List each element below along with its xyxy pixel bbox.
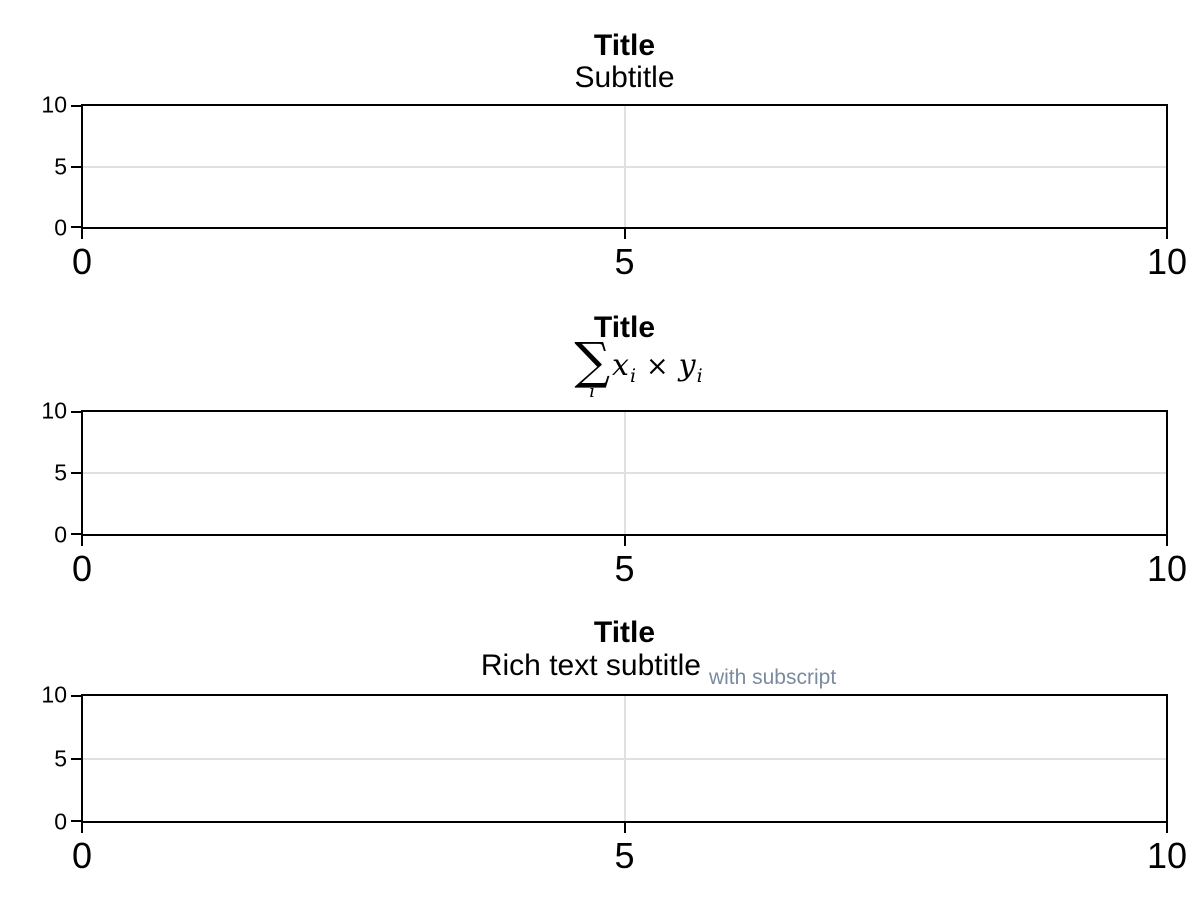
rich-text: Rich text subtitle with subscript [480, 649, 836, 690]
chart2-title: Title [593, 311, 656, 344]
x-tick-label: 5 [614, 835, 635, 876]
gridline-horizontal [83, 757, 1166, 760]
y-tick-label: 5 [54, 153, 67, 179]
y-tick-label: 0 [54, 521, 67, 548]
x-tick [623, 536, 626, 546]
sum-glyph: ∑ [574, 332, 611, 390]
x-tick-label: 0 [71, 241, 93, 282]
x-tick [1166, 536, 1168, 546]
x-tick [1166, 823, 1168, 833]
chart2-subtitle-math: ∑ i xi×yi [81, 332, 1168, 402]
rich-text-subscript: with subscript [708, 666, 837, 689]
x-tick [623, 229, 626, 239]
y-tick-label: 5 [54, 459, 67, 486]
math-sub-i: i [629, 365, 637, 387]
y-tick-label: 10 [41, 397, 67, 424]
y-tick [71, 533, 81, 535]
x-tick-label: 10 [1146, 835, 1188, 876]
math-var-y: y [678, 348, 696, 383]
y-tick [71, 165, 81, 168]
y-tick [71, 105, 81, 107]
x-tick [81, 229, 83, 239]
y-tick-label: 10 [41, 681, 67, 708]
sum-index: i [589, 381, 596, 402]
gridline-horizontal [83, 472, 1166, 474]
x-tick [81, 823, 83, 833]
y-tick [71, 411, 81, 413]
math-terms: xi×yi [612, 348, 703, 388]
chart1-subtitle: Subtitle [574, 61, 675, 94]
math-var-x: x [612, 348, 629, 383]
times-operator: × [646, 351, 669, 382]
x-tick-label: 5 [614, 241, 635, 282]
x-tick-label: 0 [71, 835, 93, 876]
x-tick-label: 10 [1146, 241, 1188, 282]
y-tick-label: 0 [54, 214, 67, 241]
rich-text-main: Rich text subtitle [480, 649, 701, 682]
x-tick-label: 10 [1146, 548, 1188, 589]
chart3-plot-area: 10 5 0 0 5 10 [41, 683, 1187, 874]
y-tick [71, 757, 81, 760]
x-tick-label: 0 [71, 548, 93, 589]
chart2-plot-area: 10 5 0 0 5 10 [41, 399, 1187, 587]
math-sub-i: i [696, 365, 703, 387]
y-tick [71, 820, 81, 822]
chart3-subtitle-rich: Rich text subtitle with subscript [81, 649, 1168, 690]
y-tick-label: 10 [41, 91, 67, 118]
chart1-plot-area: 10 5 0 0 5 10 [41, 93, 1187, 280]
chart1-title: Title [593, 29, 656, 62]
y-tick-label: 0 [54, 808, 67, 835]
x-tick [1166, 229, 1168, 239]
y-tick [71, 472, 81, 474]
math-expression: ∑ i xi×yi [574, 332, 703, 402]
x-tick [623, 823, 626, 833]
x-tick-label: 5 [614, 548, 635, 589]
chart3-title: Title [593, 616, 656, 649]
y-tick [71, 226, 81, 228]
y-tick [71, 695, 81, 697]
gridline-horizontal [83, 165, 1166, 168]
y-tick-label: 5 [54, 745, 67, 771]
summation-symbol: ∑ i [574, 332, 611, 402]
x-tick [81, 536, 83, 546]
